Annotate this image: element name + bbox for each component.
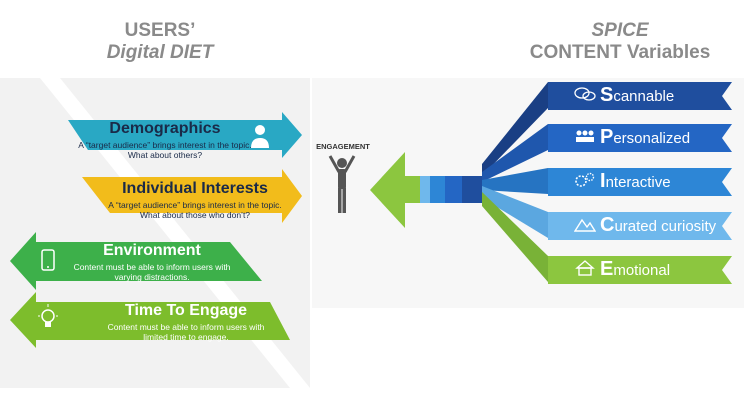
spice-word: motional — [613, 262, 671, 279]
connector-p — [482, 124, 548, 182]
diet-item-desc: Content must be able to inform users wit… — [73, 262, 231, 282]
spice-item-personalized: Personalized — [574, 127, 690, 150]
engagement-arrow-head — [370, 152, 405, 228]
chat-bubbles-icon — [574, 86, 596, 108]
environment-arrow — [10, 232, 262, 290]
spice-word: cannable — [613, 88, 675, 105]
spice-word: nteractive — [605, 174, 671, 191]
diet-item-interests: Individual Interests A “target audience”… — [100, 180, 290, 220]
left-title-line2: Digital DIET — [106, 42, 214, 63]
diet-item-time-to-engage: Time To Engage Content must be able to i… — [100, 302, 272, 342]
connector-s — [482, 82, 548, 176]
diet-item-environment: Environment Content must be able to info… — [62, 242, 242, 282]
spice-item-curated-curiosity: Curated curiosity — [573, 214, 717, 238]
spice-item-emotional: Emotional — [574, 259, 670, 282]
connector-c — [482, 186, 548, 238]
person-icon — [251, 125, 269, 148]
person-cheering-icon — [328, 155, 356, 213]
spice-letter: I — [600, 170, 606, 192]
diet-item-demographics: Demographics A “target audience” brings … — [70, 120, 260, 160]
gears-icon — [574, 172, 596, 194]
spice-letter: P — [600, 126, 614, 148]
spice-item-scannable: Scannable — [574, 85, 674, 108]
right-title: SPICE CONTENT Variables — [500, 20, 740, 64]
right-title-line1: SPICE — [591, 20, 649, 41]
home-icon — [574, 260, 596, 282]
diet-item-title: Environment — [103, 242, 201, 259]
connector-e — [482, 192, 548, 282]
spice-ribbon-s — [548, 82, 732, 110]
group-icon — [574, 128, 596, 150]
spice-ribbon-i — [548, 168, 732, 196]
engagement-band-blue — [445, 176, 462, 203]
diet-item-desc: A “target audience” brings interest in t… — [108, 200, 282, 220]
diet-item-desc: A “target audience” brings interest in t… — [78, 140, 252, 160]
interests-arrow — [82, 169, 302, 223]
spice-item-interactive: Interactive — [574, 171, 671, 194]
diet-item-title: Time To Engage — [124, 302, 248, 319]
spice-word: ersonalized — [613, 130, 691, 147]
lightbulb-icon — [38, 304, 58, 327]
spice-ribbon-c — [548, 212, 732, 240]
left-title-line1: USERS’ — [124, 20, 196, 41]
spice-letter: E — [600, 258, 614, 280]
mobile-phone-icon — [41, 249, 55, 271]
engagement-label: ENGAGEMENT — [316, 142, 370, 151]
diet-item-desc: Content must be able to inform users wit… — [107, 322, 265, 342]
diet-item-title: Demographics — [109, 120, 221, 137]
spice-letter: S — [600, 84, 614, 106]
engagement-band-mid — [430, 176, 445, 203]
left-title: USERS’ Digital DIET — [60, 20, 260, 64]
demographics-arrow — [68, 112, 302, 158]
engagement-band-light — [420, 176, 430, 203]
spice-letter: C — [600, 214, 615, 236]
diet-item-title: Individual Interests — [122, 180, 268, 197]
mountains-icon — [573, 216, 597, 238]
right-title-line2: CONTENT Variables — [529, 42, 711, 63]
connector-i — [482, 168, 548, 194]
time-to-engage-arrow — [10, 292, 290, 348]
spice-ribbon-e — [548, 256, 732, 284]
spice-word: urated curiosity — [614, 218, 717, 235]
engagement-band-dark — [462, 176, 482, 203]
spice-ribbon-p — [548, 124, 732, 152]
